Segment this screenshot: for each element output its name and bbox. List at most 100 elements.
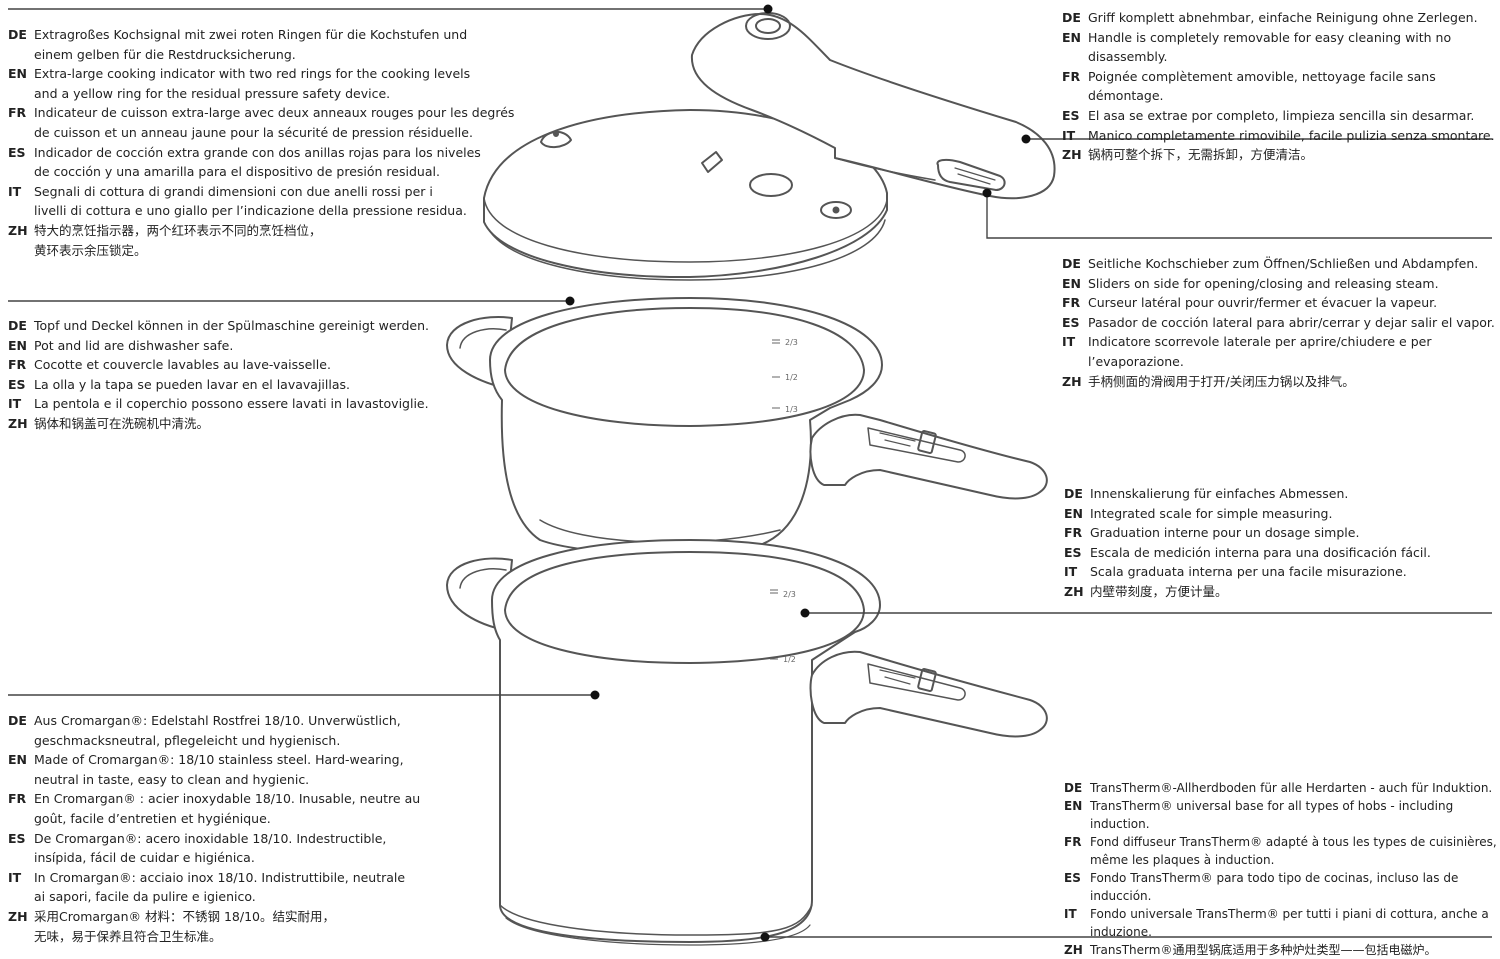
lang-code: ES <box>8 830 26 846</box>
dot-handle <box>1021 134 1031 144</box>
callout-text: TransTherm®-Allherdboden für alle Herdar… <box>1090 781 1493 795</box>
callout-text: Manico completamente rimovibile, facile … <box>1088 127 1495 143</box>
callout-text: 特大的烹饪指示器，两个红环表示不同的烹饪档位， 黄环表示余压锁定。 <box>34 222 322 258</box>
callout-entry: IT La pentola e il coperchio possono esse… <box>8 394 429 414</box>
callout-text: Scala graduata interna per una facile mi… <box>1090 564 1407 580</box>
lang-code: ZH <box>8 222 28 238</box>
lang-code: FR <box>1064 835 1082 849</box>
lid-illustration <box>483 109 888 281</box>
lang-code: DE <box>8 713 27 728</box>
callout-text: 采用Cromargan® 材料：不锈钢 18/10。结实耐用， 无味，易于保养且… <box>34 908 335 944</box>
callout-text: Made of Cromargan®: 18/10 stainless stee… <box>34 752 404 787</box>
lang-code: ES <box>8 144 26 160</box>
callout-text: Extragroßes Kochsignal mit zwei roten Ri… <box>34 27 468 62</box>
callout-text: 锅体和锅盖可在洗碗机中清洗。 <box>34 415 210 431</box>
lang-code: FR <box>1062 68 1081 84</box>
callout-transtherm: DE TransTherm®-Allherdboden für alle Herd… <box>1064 779 1500 959</box>
callout-entry: DE TransTherm®-Allherdboden für alle Herd… <box>1064 779 1500 797</box>
lang-code: IT <box>1062 334 1076 350</box>
dot-dishwasher <box>565 296 575 306</box>
lang-code: FR <box>8 791 27 807</box>
callout-text: In Cromargan®: acciaio inox 18/10. Indis… <box>34 869 406 905</box>
callout-entry: ZH 采用Cromargan® 材料：不锈钢 18/10。结实耐用， 无味，易于保… <box>8 907 420 946</box>
lang-code: ZH <box>1062 147 1082 163</box>
scale-mark-bottom-1-2: 1/2 <box>783 655 796 664</box>
lang-code: EN <box>8 752 28 768</box>
scale-mark-bottom-2-3: 2/3 <box>783 590 796 599</box>
lang-code: EN <box>1062 29 1082 45</box>
callout-cromargan: DE Aus Cromargan®: Edelstahl Rostfrei 18/… <box>8 711 420 946</box>
callout-text: Aus Cromargan®: Edelstahl Rostfrei 18/10… <box>34 713 401 748</box>
callout-text: Graduation interne pour un dosage simple… <box>1090 525 1360 541</box>
lang-code: FR <box>8 357 27 373</box>
callout-text: Fondo TransTherm® para todo tipo de coci… <box>1090 871 1459 903</box>
dot-transtherm <box>760 932 770 942</box>
callout-text: Innenskalierung für einfaches Abmessen. <box>1090 486 1349 501</box>
dot-cromargan <box>590 690 600 700</box>
callout-text: 锅柄可整个拆下，无需拆卸，方便清洁。 <box>1088 147 1314 163</box>
lang-code: IT <box>1062 127 1076 143</box>
dot-scale <box>800 608 810 618</box>
callout-entry: DE Griff komplett abnehmbar, einfache Rei… <box>1062 8 1500 28</box>
lang-code: FR <box>8 105 27 121</box>
lang-code: ES <box>1062 107 1080 123</box>
callout-text: Curseur latéral pour ouvrir/fermer et év… <box>1088 295 1438 311</box>
lang-code: ZH <box>8 908 28 924</box>
callout-text: La pentola e il coperchio possono essere… <box>34 396 429 412</box>
callout-text: La olla y la tapa se pueden lavar en el … <box>34 376 350 392</box>
callout-text: Griff komplett abnehmbar, einfache Reini… <box>1088 10 1478 25</box>
lang-code: IT <box>1064 564 1078 580</box>
dot-cooking-indicator <box>763 4 773 14</box>
callout-text: Pasador de cocción lateral para abrir/ce… <box>1088 314 1495 330</box>
lang-code: EN <box>1064 505 1084 521</box>
lang-code: ZH <box>8 415 28 431</box>
lang-code: DE <box>1062 10 1081 25</box>
lang-code: ZH <box>1064 943 1083 957</box>
lang-code: EN <box>8 66 28 82</box>
scale-mark-top-1-2: 1/2 <box>785 373 798 382</box>
lang-code: DE <box>8 318 27 333</box>
lang-code: IT <box>8 396 22 412</box>
callout-text: Fond diffuseur TransTherm® adapté à tous… <box>1090 835 1497 867</box>
callout-text: 手柄侧面的滑阀用于打开/关闭压力锅以及排气。 <box>1088 373 1355 389</box>
callout-entry: ZH 特大的烹饪指示器，两个红环表示不同的烹饪档位， 黄环表示余压锁定。 <box>8 221 514 260</box>
lang-code: DE <box>8 27 27 42</box>
lang-code: ES <box>1064 544 1082 560</box>
callout-text: TransTherm® universal base for all types… <box>1090 799 1454 831</box>
callout-text: TransTherm®通用型锅底适用于多种炉灶类型——包括电磁炉。 <box>1090 943 1437 957</box>
callout-entry: DE Aus Cromargan®: Edelstahl Rostfrei 18/… <box>8 711 420 750</box>
callout-entry: EN Made of Cromargan®: 18/10 stainless st… <box>8 750 420 789</box>
lang-code: DE <box>1064 781 1083 795</box>
lang-code: ES <box>1062 314 1080 330</box>
leader-slider <box>986 193 1492 239</box>
callout-entry: ES Pasador de cocción lateral para abrir/… <box>1062 313 1500 333</box>
callout-text: De Cromargan®: acero inoxidable 18/10. I… <box>34 830 387 866</box>
callout-text: Indicador de cocción extra grande con do… <box>34 144 481 180</box>
scale-mark-top-2-3: 2/3 <box>785 338 798 347</box>
bottom-pot-illustration <box>446 539 1048 946</box>
